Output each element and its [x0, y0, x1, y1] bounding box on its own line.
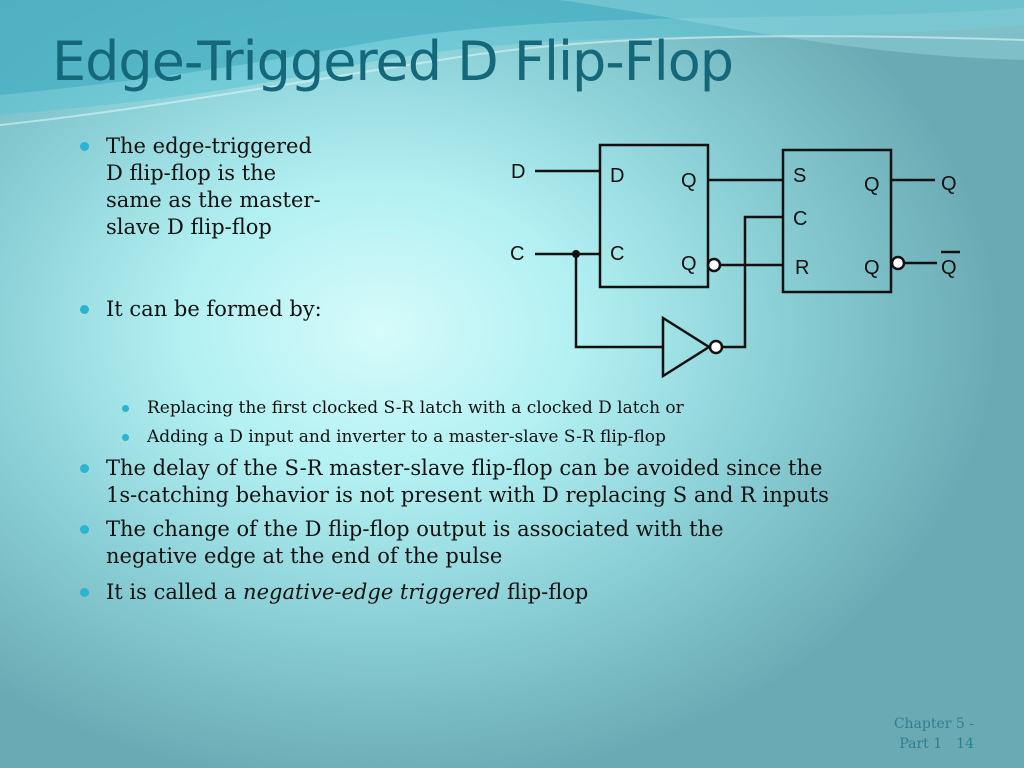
sr-latch-box: [781, 148, 893, 294]
flip-flop-diagram: D C D C Q Q S C R Q Q Q Q: [510, 143, 960, 379]
latch1-inversion-bubble: [706, 257, 722, 273]
bullet-text: The change of the D flip-flop output is …: [106, 517, 724, 568]
inverter-bubble: [708, 339, 724, 355]
latch2-inversion-bubble: [890, 255, 906, 271]
slide-footer: Chapter 5 - Part 1 14: [854, 714, 974, 754]
bullet-text: The edge-triggered D flip-flop is the sa…: [106, 134, 321, 239]
output-qbar-label: Q: [941, 257, 957, 279]
wire-inverter-c: [722, 215, 783, 349]
input-d-label: D: [511, 161, 525, 183]
sub-bullet-dot: [122, 405, 129, 412]
bullet-dot: [80, 142, 89, 151]
bullet-dot: [80, 305, 89, 314]
footer-chapter: Chapter 5 -: [893, 716, 974, 732]
page-number: 14: [956, 736, 974, 752]
output-q-label: Q: [941, 173, 957, 195]
footer-part: Part 1: [899, 736, 943, 752]
latch2-s-label: S: [793, 165, 806, 187]
bullet-dot: [80, 464, 89, 473]
latch1-q-label: Q: [681, 170, 697, 192]
sub-bullet-text: Replacing the first clocked S-R latch wi…: [147, 398, 684, 418]
latch2-c-label: C: [793, 208, 807, 230]
bullet-dot: [80, 525, 89, 534]
bullet-text: The delay of the S-R master-slave flip-f…: [106, 456, 829, 507]
inverter-gate: [661, 315, 712, 379]
sub-bullet-dot: [122, 434, 129, 441]
slide-title: Edge-Triggered D Flip-Flop: [52, 30, 734, 93]
input-c-label: C: [510, 243, 524, 265]
latch1-d-label: D: [610, 165, 624, 187]
emphasis-text: negative-edge triggered: [243, 580, 501, 604]
bullet-dot: [80, 588, 89, 597]
wire-clock-feedback: [574, 254, 663, 349]
d-latch-box: [598, 143, 710, 289]
latch2-q-label: Q: [864, 174, 880, 196]
latch2-qbar-label: Q: [864, 257, 880, 279]
latch1-c-label: C: [610, 243, 624, 265]
latch2-r-label: R: [795, 257, 809, 279]
bullet-text: It can be formed by:: [106, 297, 322, 321]
bullet-text: It is called a negative-edge triggered f…: [106, 580, 589, 604]
latch1-qbar-label: Q: [681, 253, 697, 275]
sub-bullet-text: Adding a D input and inverter to a maste…: [147, 427, 666, 447]
